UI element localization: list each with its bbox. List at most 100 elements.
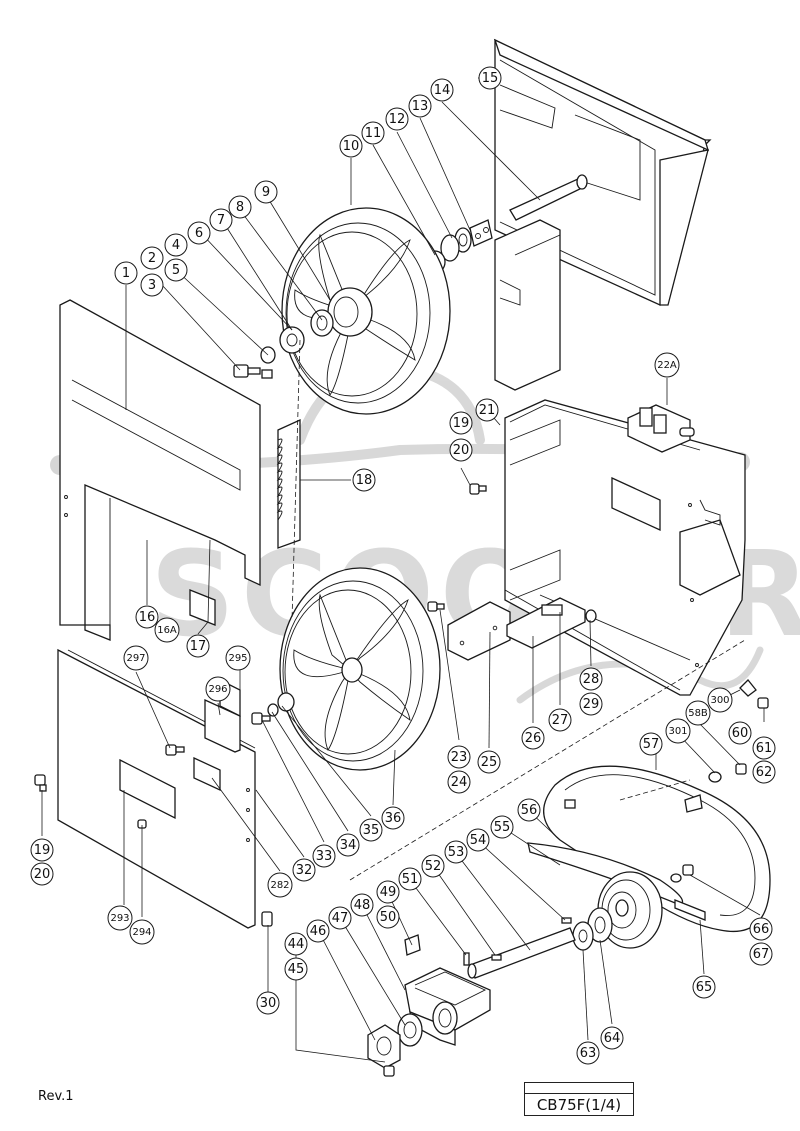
callout-circle — [752, 736, 776, 760]
part-52-key — [491, 954, 502, 961]
callout-number: 28 — [583, 672, 600, 687]
callout-12: 12 — [385, 107, 409, 131]
callout-number: 27 — [552, 713, 569, 728]
callout-number: 19 — [34, 843, 51, 858]
part-34-nut — [267, 703, 279, 717]
callout-circle — [336, 833, 360, 857]
callout-circle — [752, 760, 776, 784]
callout-number: 297 — [126, 653, 145, 664]
part-62-bolt — [735, 763, 747, 775]
callout-number: 65 — [696, 980, 713, 995]
part-51-pin — [463, 952, 470, 966]
callout-circle — [600, 1026, 624, 1050]
callout-11: 11 — [361, 121, 385, 145]
callout-number: 34 — [340, 838, 357, 853]
callout-number: 44 — [288, 937, 305, 952]
callout-number: 13 — [412, 99, 429, 114]
callout-circle — [749, 917, 773, 941]
callout-25: 25 — [477, 750, 501, 774]
callout-number: 64 — [604, 1031, 621, 1046]
callout-32: 32 — [292, 858, 316, 882]
callout-36: 36 — [381, 806, 405, 830]
callout-number: 35 — [363, 823, 380, 838]
callout-282: 282 — [267, 872, 293, 898]
callout-28: 28 — [579, 667, 603, 691]
part-32-lower-cover — [57, 648, 256, 929]
callout-57: 57 — [639, 732, 663, 756]
part-63-bearing — [572, 921, 594, 951]
callout-22A: 22A — [654, 352, 680, 378]
callout-number: 32 — [296, 863, 313, 878]
callout-circle — [749, 942, 773, 966]
callout-circle — [359, 818, 383, 842]
callout-number: 18 — [356, 473, 373, 488]
callout-number: 51 — [402, 872, 419, 887]
part-50-clip — [404, 934, 421, 956]
callout-number: 24 — [451, 775, 468, 790]
callout-circle — [490, 815, 514, 839]
callout-circle — [475, 398, 499, 422]
callout-13: 13 — [408, 94, 432, 118]
callout-number: 293 — [110, 913, 129, 924]
part-9-upper-wheel — [281, 207, 451, 415]
callout-number: 3 — [148, 278, 156, 293]
model-label: CB75F(1/4) — [536, 1096, 622, 1114]
callout-number: 67 — [753, 947, 770, 962]
callout-number: 46 — [310, 924, 327, 939]
part-36-lower-wheel — [279, 567, 441, 771]
callout-circle — [129, 919, 155, 945]
callout-62: 62 — [752, 760, 776, 784]
callout-30: 30 — [256, 991, 280, 1015]
callout-6: 6 — [187, 221, 211, 245]
callout-58B: 58B — [685, 700, 711, 726]
part-301-washer — [708, 771, 722, 783]
callout-number: 22A — [657, 360, 677, 371]
callout-2: 2 — [140, 246, 164, 270]
callout-4: 4 — [164, 233, 188, 257]
callout-number: 33 — [316, 849, 333, 864]
callout-circle — [692, 975, 716, 999]
callout-number: 19 — [453, 416, 470, 431]
callout-number: 52 — [425, 859, 442, 874]
part-44-screw — [383, 1065, 395, 1077]
callout-number: 49 — [380, 885, 397, 900]
callout-number: 14 — [434, 83, 451, 98]
callout-circle — [140, 273, 164, 297]
callout-296: 296 — [205, 676, 231, 702]
callout-23: 23 — [447, 745, 471, 769]
part-60-knob — [739, 679, 757, 697]
callout-15: 15 — [478, 66, 502, 90]
callout-circle — [123, 645, 149, 671]
callout-circle — [135, 605, 159, 629]
callout-circle — [209, 208, 233, 232]
callout-circle — [164, 233, 188, 257]
part-53-drive-shaft — [467, 927, 576, 979]
part-33-bolt — [251, 712, 271, 725]
callout-circle — [728, 721, 752, 745]
callout-circle — [267, 872, 293, 898]
part-5-screw — [261, 369, 273, 379]
callout-number: 26 — [525, 731, 542, 746]
callout-circle — [579, 667, 603, 691]
callout-44: 44 — [284, 932, 308, 956]
callout-33: 33 — [312, 844, 336, 868]
callout-number: 53 — [448, 845, 465, 860]
callout-20: 20 — [449, 438, 473, 462]
callout-number: 11 — [365, 126, 382, 141]
callout-circle — [579, 692, 603, 716]
callout-19: 19 — [449, 411, 473, 435]
callout-number: 45 — [288, 962, 305, 977]
callout-circle — [107, 905, 133, 931]
callout-number: 21 — [479, 403, 496, 418]
callout-circle — [292, 858, 316, 882]
callout-circle — [654, 352, 680, 378]
callout-number: 295 — [228, 653, 247, 664]
callout-number: 301 — [668, 726, 687, 737]
callout-number: 6 — [195, 226, 203, 241]
callout-circle — [376, 880, 400, 904]
callout-61: 61 — [752, 736, 776, 760]
callout-number: 282 — [270, 880, 289, 891]
callout-number: 5 — [172, 263, 180, 278]
callout-number: 58B — [688, 708, 708, 719]
